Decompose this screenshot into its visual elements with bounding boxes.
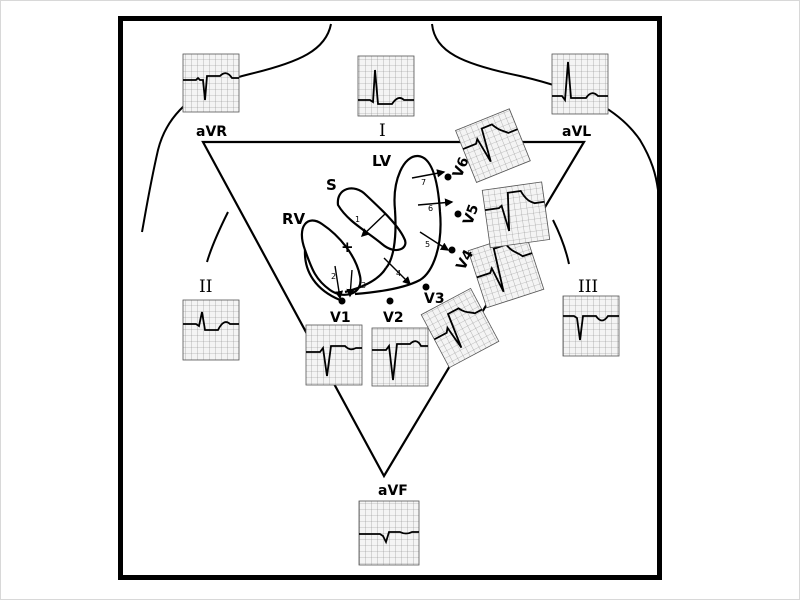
label-lead-ii: II — [199, 277, 212, 297]
vector-4 — [383, 257, 411, 285]
label-v5: V5 — [460, 202, 482, 227]
electrode-dots — [338, 173, 462, 305]
ecg-strip-lead-i — [357, 55, 415, 117]
vector-number-4: 4 — [396, 269, 401, 278]
electrode-v2 — [386, 297, 394, 305]
vector-number-6: 6 — [428, 204, 433, 213]
ecg-strip-v4 — [467, 231, 545, 309]
ecg-strip-v1 — [305, 324, 363, 386]
label-v2: V2 — [383, 310, 404, 326]
ecg-strip-v3 — [420, 287, 500, 369]
vector-number-3: 3 — [361, 281, 366, 290]
vector-5 — [419, 231, 450, 251]
vector-1 — [360, 213, 386, 237]
label-v1: V1 — [330, 310, 351, 326]
vector-2 — [334, 265, 344, 300]
label-v3: V3 — [424, 291, 445, 307]
vector-7 — [411, 169, 446, 179]
vector-3 — [346, 269, 355, 298]
label-avl: aVL — [562, 124, 591, 140]
label-lead-iii: III — [578, 277, 598, 297]
ecg-strip-avl — [551, 53, 609, 115]
depolarization-vectors — [334, 169, 454, 300]
ecg-strip-lead-ii — [182, 299, 240, 361]
vector-number-1: 1 — [355, 215, 360, 224]
ecg-strip-v5 — [481, 181, 551, 249]
label-avr: aVR — [196, 124, 227, 140]
label-s: S — [326, 176, 337, 194]
electrode-v6 — [444, 173, 452, 181]
label-avf: aVF — [378, 483, 408, 499]
einthoven-triangle — [201, 140, 586, 479]
electrode-v1 — [338, 297, 346, 305]
vector-number-7: 7 — [421, 178, 426, 187]
label-v6: V6 — [450, 155, 473, 180]
vector-number-2: 2 — [331, 272, 336, 281]
electrode-v3 — [422, 283, 430, 291]
electrode-v5 — [454, 210, 462, 218]
vector-6 — [417, 198, 454, 207]
ecg-strip-avr — [182, 53, 240, 113]
label-plus: + — [341, 238, 354, 256]
label-lead-i: I — [379, 121, 386, 141]
vector-number-5: 5 — [425, 240, 430, 249]
ecg-strip-avf — [358, 500, 420, 566]
electrode-v4 — [448, 246, 456, 254]
label-rv: RV — [282, 210, 306, 228]
ecg-strip-lead-iii — [562, 295, 620, 357]
ecg-strip-v6 — [455, 108, 531, 183]
label-lv: LV — [372, 152, 391, 170]
ecg-strip-v2 — [371, 327, 429, 387]
